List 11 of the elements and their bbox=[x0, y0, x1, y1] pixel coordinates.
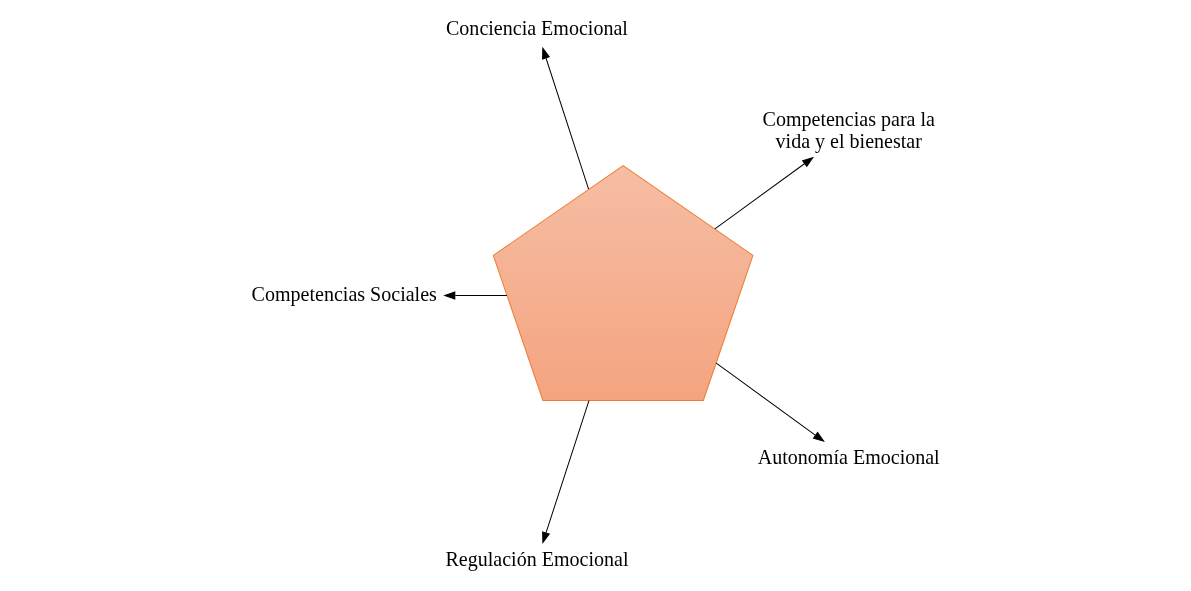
node-text: Regulación Emocional bbox=[445, 547, 629, 570]
node-pentagon bbox=[492, 165, 754, 401]
arrow bbox=[714, 157, 814, 230]
arrow bbox=[444, 291, 508, 300]
node-text: Competencias para la vida y el bienestar bbox=[762, 107, 935, 152]
node-text: Conciencia Emocional bbox=[446, 17, 628, 40]
arrow bbox=[542, 47, 590, 190]
node-text: Competencias Sociales bbox=[251, 282, 437, 305]
node-text: Autonomía Emocional bbox=[757, 446, 940, 469]
arrow bbox=[715, 362, 825, 442]
arrow bbox=[542, 400, 590, 543]
